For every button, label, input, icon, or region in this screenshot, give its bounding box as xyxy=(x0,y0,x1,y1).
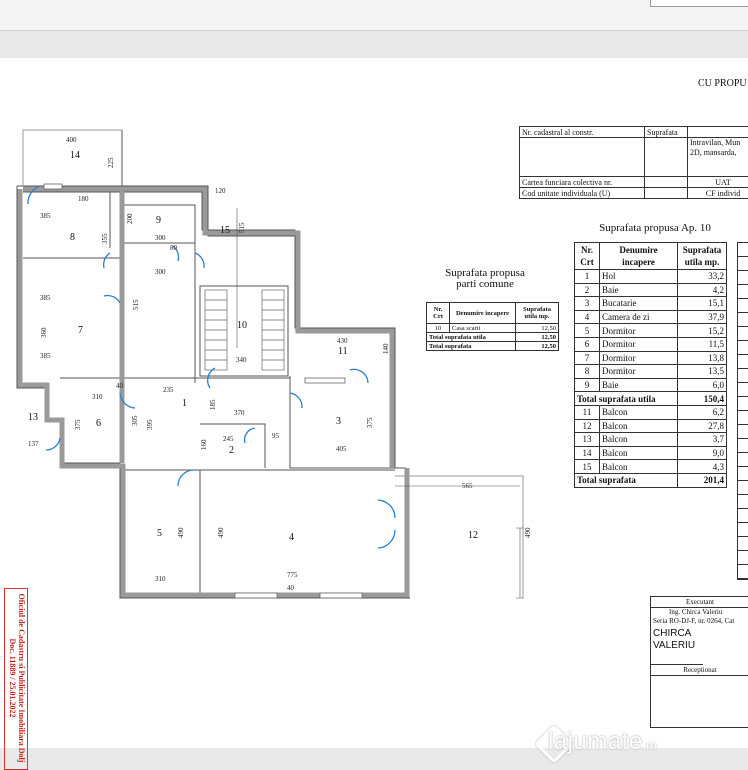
svg-text:300: 300 xyxy=(155,268,166,276)
svg-text:405: 405 xyxy=(336,445,347,453)
svg-text:305: 305 xyxy=(131,415,139,426)
room-label: 6 xyxy=(96,418,101,429)
svg-text:160: 160 xyxy=(200,439,208,450)
svg-text:310: 310 xyxy=(155,575,166,583)
svg-text:245: 245 xyxy=(223,435,234,443)
svg-text:340: 340 xyxy=(236,356,247,364)
svg-text:95: 95 xyxy=(272,432,280,440)
room-labels: 14 8 9 15 10 7 11 1 6 3 2 13 5 4 12 xyxy=(28,150,478,543)
room-label: 14 xyxy=(70,150,80,161)
svg-text:310: 310 xyxy=(92,393,103,401)
wall-fill xyxy=(20,189,407,595)
svg-text:80: 80 xyxy=(170,244,178,252)
room-label: 8 xyxy=(70,232,75,243)
svg-text:565: 565 xyxy=(462,482,473,490)
svg-text:395: 395 xyxy=(146,419,154,430)
room-label: 10 xyxy=(237,320,247,331)
cadastre-stamp: Oficiul de Cadastru si Publicitate Imobi… xyxy=(4,588,28,770)
room-label: 13 xyxy=(28,412,38,423)
svg-text:120: 120 xyxy=(215,187,226,195)
room-label: 5 xyxy=(157,528,162,539)
svg-text:400: 400 xyxy=(66,136,77,144)
svg-text:137: 137 xyxy=(28,440,39,448)
svg-text:515: 515 xyxy=(238,222,246,233)
svg-text:430: 430 xyxy=(337,337,348,345)
room-label: 7 xyxy=(78,325,83,336)
room-label: 3 xyxy=(336,416,341,427)
stamp-line-1: Oficiul de Cadastru si Publicitate Imobi… xyxy=(17,588,26,768)
svg-text:360: 360 xyxy=(40,327,48,338)
room-label: 15 xyxy=(220,225,230,236)
svg-text:140: 140 xyxy=(382,343,390,354)
svg-text:775: 775 xyxy=(287,571,298,579)
top-right-box xyxy=(650,0,748,7)
svg-text:200: 200 xyxy=(126,213,134,224)
room-label: 11 xyxy=(338,346,348,357)
svg-text:385: 385 xyxy=(40,294,51,302)
svg-text:490: 490 xyxy=(524,527,532,538)
svg-text:375: 375 xyxy=(366,417,374,428)
watermark: lajumate.ro xyxy=(548,728,657,756)
door-swings xyxy=(28,186,395,548)
svg-text:355: 355 xyxy=(101,233,109,244)
drawing-sheet: CU PROPU Nr. cadastral al constr. Supraf… xyxy=(0,58,748,748)
windows xyxy=(44,184,362,598)
svg-text:225: 225 xyxy=(107,157,115,168)
svg-text:490: 490 xyxy=(177,527,185,538)
svg-text:40: 40 xyxy=(116,382,124,390)
room-label: 2 xyxy=(229,445,234,456)
dimension-lines xyxy=(237,208,524,598)
svg-text:185: 185 xyxy=(209,399,217,410)
dimension-labels: 400 225 120 385 180 355 200 300 80 515 3… xyxy=(28,136,532,592)
svg-text:515: 515 xyxy=(132,299,140,310)
stamp-line-2: Doc. 11889 / 25.01.2022 xyxy=(8,588,17,768)
svg-text:375: 375 xyxy=(74,419,82,430)
svg-text:370: 370 xyxy=(234,409,245,417)
balcony-outlines xyxy=(23,130,523,598)
outer-walls xyxy=(17,130,410,598)
top-strip xyxy=(0,0,748,31)
svg-text:235: 235 xyxy=(163,386,174,394)
room-label: 1 xyxy=(182,398,187,409)
svg-text:490: 490 xyxy=(217,527,225,538)
svg-text:40: 40 xyxy=(287,584,295,592)
svg-text:300: 300 xyxy=(155,234,166,242)
room-label: 12 xyxy=(468,530,478,541)
svg-text:385: 385 xyxy=(40,352,51,360)
svg-text:385: 385 xyxy=(40,212,51,220)
room-label: 4 xyxy=(289,532,294,543)
room-label: 9 xyxy=(156,215,161,226)
svg-text:180: 180 xyxy=(78,195,89,203)
floor-plan: 14 8 9 15 10 7 11 1 6 3 2 13 5 4 12 400 … xyxy=(0,58,748,748)
